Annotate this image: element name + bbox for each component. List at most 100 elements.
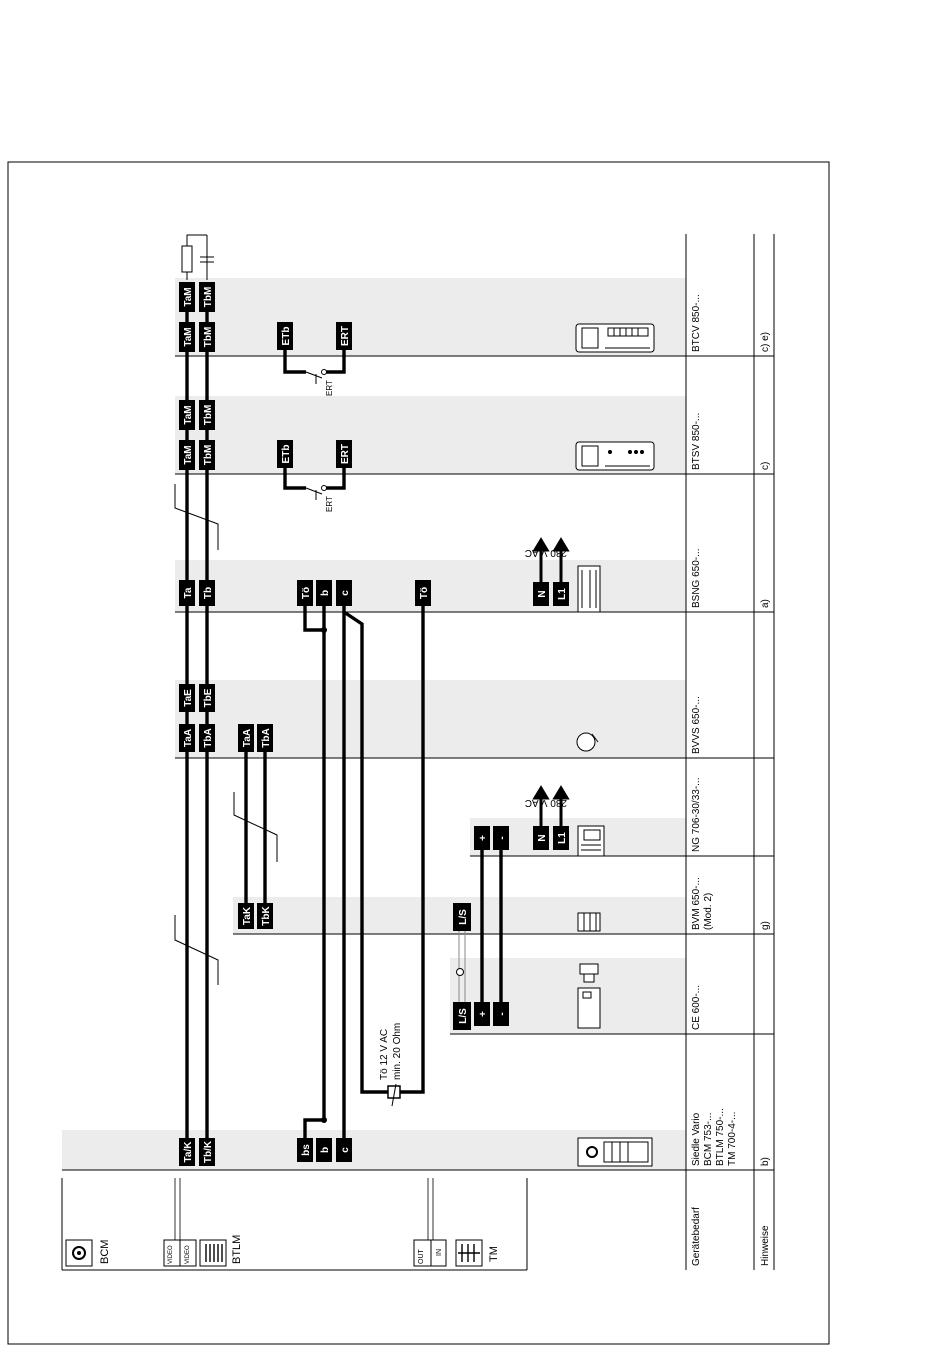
terminal-label: c xyxy=(340,590,351,596)
cable-markers xyxy=(174,484,278,985)
annotations: Tö 12 V AC min. 20 Ohm 230 V AC 230 V AC… xyxy=(325,380,567,1080)
terminal-label: ETb xyxy=(281,327,292,346)
terminal-label: ETb xyxy=(281,445,292,464)
to-label-line2: min. 20 Ohm xyxy=(392,1023,403,1080)
device-name: NG 706-30/33-... xyxy=(691,778,702,852)
shading-bands xyxy=(62,278,686,1170)
video-label-2: VIDEO xyxy=(185,1245,191,1264)
device-name: BVVS 650-... xyxy=(691,696,702,754)
terminal-label: + xyxy=(478,1011,489,1017)
terminal-label: c xyxy=(340,1147,351,1153)
video-label-1: VIDEO xyxy=(168,1245,174,1264)
terminal-label: Tö xyxy=(301,587,312,599)
terminal-label: Ta/K xyxy=(183,1141,194,1163)
terminal-label: TbM xyxy=(203,405,214,426)
terminal-label: ERT xyxy=(340,326,351,346)
tm-label: TM xyxy=(488,1246,500,1262)
terminal-label: Tb xyxy=(203,587,214,599)
device-name: (Mod. 2) xyxy=(703,893,714,930)
note: c) xyxy=(760,462,771,470)
btsv-icon xyxy=(575,441,655,471)
junction-dots xyxy=(321,627,327,1123)
row-header-notes: Hinweise xyxy=(760,1225,771,1266)
terminal-label: N xyxy=(537,590,548,597)
terminal-label: Tb/K xyxy=(203,1140,214,1163)
device-name: BTSV 850-... xyxy=(691,413,702,470)
terminal-label: TaM xyxy=(183,327,194,346)
diagram-frame xyxy=(7,161,830,1345)
column-separators xyxy=(62,355,686,1171)
rc-network xyxy=(181,234,214,280)
terminal-label: TbM xyxy=(203,287,214,308)
terminal-label: TaA xyxy=(242,729,253,747)
btcv-icon xyxy=(575,323,655,353)
terminal-label: b xyxy=(320,590,331,596)
device-name: CE 600-... xyxy=(691,985,702,1030)
btlm-label: BTLM xyxy=(231,1235,243,1264)
module-panel xyxy=(61,1178,528,1271)
terminal-label: TbA xyxy=(261,728,272,747)
row-header-devices: Gerätebedarf xyxy=(691,1207,702,1266)
terminal-label: L/S xyxy=(458,909,469,925)
terminal-label: TaE xyxy=(183,689,194,707)
terminal-label: N xyxy=(537,834,548,841)
device-icons xyxy=(575,323,655,1167)
bcm-label: BCM xyxy=(99,1240,111,1264)
bvvs-icon xyxy=(576,732,599,752)
power-supply-icon xyxy=(577,825,605,857)
note: g) xyxy=(760,921,771,930)
terminal-label: - xyxy=(497,836,508,839)
mains-arrows xyxy=(532,537,570,828)
terminal-label: TaM xyxy=(183,445,194,464)
terminal-label: - xyxy=(497,1012,508,1015)
out-in-connector xyxy=(413,1239,447,1267)
device-name: BTCV 850-... xyxy=(691,294,702,352)
terminal-label: Tö xyxy=(419,587,430,599)
ert-label-btcv: ERT xyxy=(325,380,334,396)
out-label: OUT xyxy=(418,1249,425,1265)
terminal-label: b xyxy=(320,1147,331,1153)
terminal-label: TbE xyxy=(203,688,214,707)
note: a) xyxy=(760,599,771,608)
device-name: BCM 753-... xyxy=(703,1113,714,1166)
terminal-label: L1 xyxy=(557,588,568,600)
module-labels: BCM BTLM TM VIDEO VIDEO OUT IN xyxy=(99,1235,500,1264)
device-name: BTLM 750-... xyxy=(715,1108,726,1166)
terminal-label: ERT xyxy=(340,444,351,464)
terminal-label: Ta xyxy=(183,587,194,598)
device-name: Siedle Vario xyxy=(691,1112,702,1166)
mains-label-bsng: 230 V AC xyxy=(525,547,567,558)
terminal-label: TbM xyxy=(203,327,214,348)
terminal-boxes: Ta/K Tb/K bs b c L/S + - TaK TbK L/S + -… xyxy=(179,282,569,1166)
device-name: BSNG 650-... xyxy=(691,549,702,608)
ert-label-btsv: ERT xyxy=(325,496,334,512)
terminal-label: TaA xyxy=(183,729,194,747)
note: b) xyxy=(760,1157,771,1166)
terminal-label: + xyxy=(478,835,489,841)
mains-label-ng: 230 V AC xyxy=(525,797,567,808)
terminal-label: TaK xyxy=(242,906,253,925)
device-name: BVM 650-... xyxy=(691,877,702,930)
terminal-label: TaM xyxy=(183,287,194,306)
to-load-symbol xyxy=(387,1083,401,1107)
terminal-label: TbM xyxy=(203,445,214,466)
table-text: Gerätebedarf Hinweise Siedle Vario BCM 7… xyxy=(691,294,771,1266)
ls-link-node xyxy=(456,968,464,976)
in-label: IN xyxy=(436,1249,443,1256)
terminal-label: TbA xyxy=(203,728,214,747)
bsng-icon xyxy=(577,565,601,613)
ert-switches xyxy=(305,369,327,500)
handset-icon xyxy=(577,963,601,1029)
terminal-label: TbK xyxy=(261,906,272,926)
table-grid xyxy=(685,234,775,1270)
to-label-line1: Tö 12 V AC xyxy=(379,1029,390,1080)
terminal-label: bs xyxy=(301,1144,312,1156)
terminal-label: L1 xyxy=(557,832,568,844)
note: c) e) xyxy=(760,332,771,352)
device-name: TM 700-4-... xyxy=(727,1112,738,1166)
terminal-label: L/S xyxy=(458,1008,469,1024)
vario-panel-icon xyxy=(577,1137,653,1167)
terminal-label: TaM xyxy=(183,405,194,424)
bvm-icon xyxy=(577,912,601,932)
